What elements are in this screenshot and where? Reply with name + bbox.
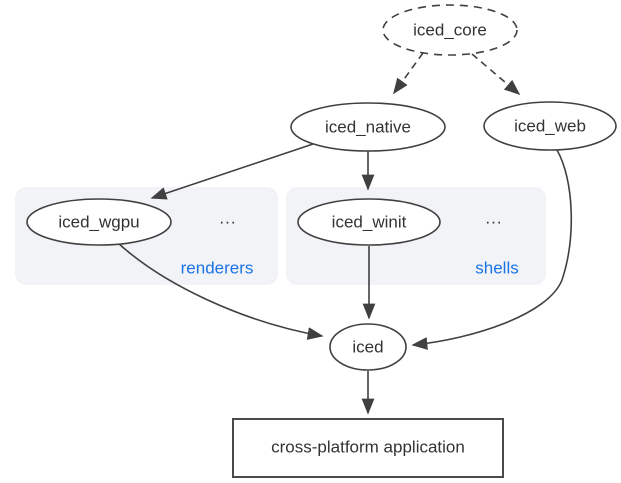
iced-native-node: [290, 102, 446, 152]
iced-core-label: iced_core: [413, 20, 487, 40]
edge-iced-web-to-iced: [411, 149, 573, 350]
iced-node: [329, 323, 407, 371]
iced-wgpu-label: iced_wgpu: [58, 212, 140, 232]
application-label: cross-platform application: [271, 437, 465, 457]
shells-group-label: shells: [475, 258, 519, 278]
renderers-group-label: renderers: [180, 258, 254, 278]
iced-wgpu-node: [26, 198, 172, 246]
shells-ellipsis: ...: [485, 208, 503, 228]
iced-web-node: [483, 101, 617, 151]
edge-iced-core-to-iced-native: [393, 52, 424, 95]
iced-native-label: iced_native: [324, 117, 412, 137]
edge-iced-core-to-iced-web: [471, 53, 521, 96]
iced-label: iced: [352, 337, 384, 357]
edge-iced-native-to-iced-wgpu: [150, 143, 314, 200]
iced-core-node: [382, 4, 518, 56]
iced-winit-label: iced_winit: [331, 212, 407, 232]
iced-web-label: iced_web: [514, 116, 586, 136]
renderers-ellipsis: ...: [219, 208, 237, 228]
edge-iced-wgpu-to-iced: [117, 242, 324, 340]
application-node: [232, 418, 504, 478]
iced-winit-node: [297, 198, 441, 246]
